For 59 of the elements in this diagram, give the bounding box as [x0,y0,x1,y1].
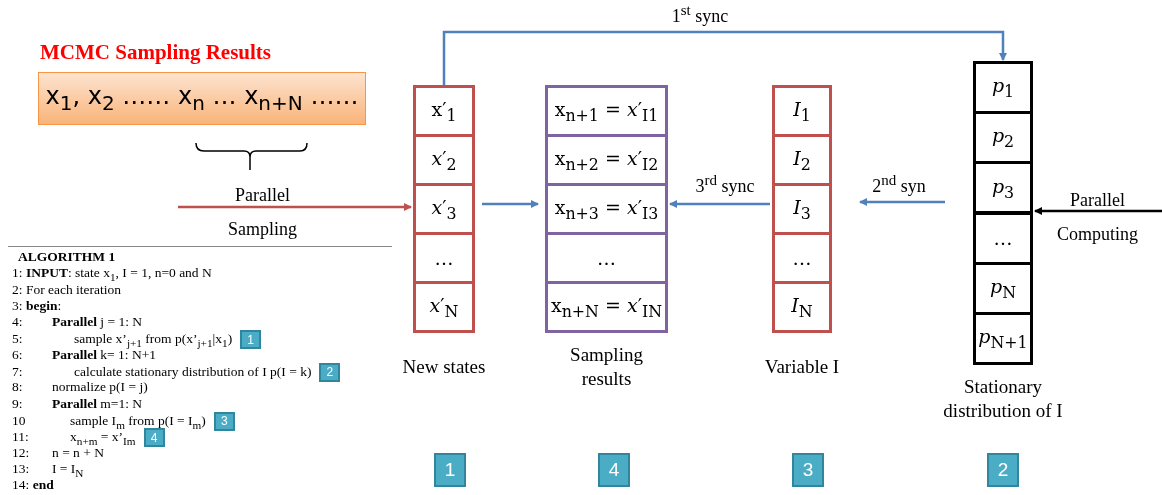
array-cell: x$_{n+2}$ = x′$_{I2}$ [545,134,668,186]
arrow [178,203,412,211]
array-cell: x′$_{N}$ [413,281,475,333]
algorithm-line: normalize p(I = j) [52,379,148,396]
sequence-box [38,72,366,125]
array-cell: … [973,211,1033,265]
algorithm-line: 3: begin: [12,297,62,315]
algorithm-line: sample x’$_{j+1}$ from p(x’$_{j+1}$|x$_{1}$) [74,331,233,349]
array-cell: I$_{3}$ [772,183,832,235]
array-cell: x′$_{3}$ [413,183,475,235]
array-cell: p$_{3}$ [973,161,1033,215]
array-cell: … [413,232,475,284]
step-badge: 3 [213,411,235,431]
arrow [442,30,1007,85]
array-cell: I$_{1}$ [772,85,832,137]
line-number: 5: [12,331,24,348]
line-number: 13: [12,460,31,478]
line-number: 4: [12,314,24,331]
step-badge: 3 [792,453,824,487]
arrow [482,200,539,208]
arrow [669,200,770,208]
array-cell: x′$_{2}$ [413,134,475,186]
line-number: 12: [12,444,31,461]
array-cell: x$_{n+1}$ = x′$_{I1}$ [545,85,668,137]
array-cell: … [545,232,668,284]
column-caption: Sampling results [569,343,644,391]
column-caption: Stationary distribution of I [942,375,1064,423]
column-caption: New states [401,355,487,379]
sequence-text: x$_{1}$, x$_{2}$ …… x$_{n}$ … x$_{n+N}$ …… [45,82,359,115]
column-caption: Variable I [763,355,841,379]
line-number: 8: [12,379,24,396]
heading: MCMC Sampling Results [40,40,271,65]
line-number: 10 [12,412,27,429]
edge-label: Parallel Computing [1056,189,1139,246]
line-number: 11: [12,428,30,446]
array-cell: … [772,232,832,284]
array-cell: x$_{n+N}$ = x′$_{IN}$ [545,281,668,333]
edge-label: Parallel Sampling [227,184,298,241]
algorithm-title: ALGORITHM 1 [18,249,116,264]
algorithm-line: 14: end [12,477,54,494]
array-cell: I$_{2}$ [772,134,832,186]
step-badge: 4 [598,453,630,487]
algorithm-line: calculate stationary distribution of I p(I = k) [74,363,312,380]
algorithm-line: I = I$_{N}$ [52,460,84,480]
step-badge: 1 [434,453,466,487]
arrow [1034,207,1162,215]
line-number: 9: [12,395,24,412]
array-cell: I$_{N}$ [772,281,832,333]
algorithm-line: Parallel m=1: N [52,395,143,412]
array-cell: x$_{n+3}$ = x′$_{I3}$ [545,183,668,235]
arrow [859,198,945,206]
array-cell: x′$_{1}$ [413,85,475,137]
step-badge: 1 [240,330,262,350]
line-number: 7: [12,363,24,380]
step-badge: 2 [987,453,1019,487]
step-badge: 4 [143,428,165,448]
step-badge: 2 [319,363,341,383]
line-number: 6: [12,346,24,364]
algorithm-line: Parallel j = 1: N [52,314,143,331]
